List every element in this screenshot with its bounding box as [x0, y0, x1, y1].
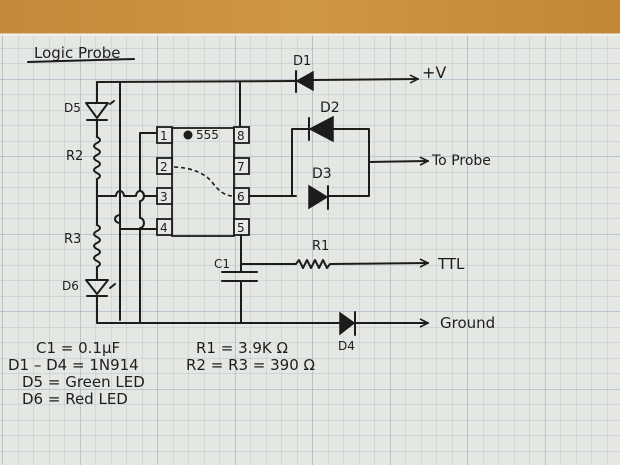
wire-ground-rail: [96, 295, 341, 324]
resistor-list-r1: R1 = 3.9K Ω: [196, 339, 288, 357]
resistor-list-r2-r3: R2 = R3 = 390 Ω: [186, 356, 315, 374]
ic-label: 555: [196, 128, 219, 142]
pin-4: 4: [160, 221, 168, 235]
ic-pins-right: 8 7 6 5: [233, 126, 250, 236]
pin-1: 1: [160, 129, 168, 143]
label-d5: D5: [64, 101, 81, 115]
pin-6: 6: [237, 190, 245, 204]
pin-8: 8: [237, 129, 245, 143]
parts-list-c1: C1 = 0.1µF: [36, 339, 120, 357]
pin-3: 3: [160, 190, 168, 204]
wire-probe: [368, 161, 428, 162]
parts-list-d5: D5 = Green LED: [22, 373, 145, 391]
diode-d3: [308, 184, 329, 210]
label-d6: D6: [62, 279, 79, 293]
label-r3: R3: [64, 232, 81, 247]
label-d3: D3: [312, 166, 332, 182]
parts-list-d1-d4: D1 – D4 = 1N914: [8, 356, 139, 374]
terminal-probe: To Probe: [431, 153, 491, 169]
terminal-ttl: TTL: [437, 255, 465, 273]
wood-table: [0, 0, 620, 40]
pin-7: 7: [237, 160, 245, 174]
resistor-r3: [93, 224, 101, 268]
wire-top-rail: [96, 80, 297, 83]
label-r1: R1: [312, 239, 329, 254]
label-d1: D1: [293, 54, 311, 69]
label-d4: D4: [338, 339, 355, 353]
label-c1: C1: [214, 257, 230, 271]
title-underline: [27, 58, 135, 63]
pin-2: 2: [160, 160, 168, 174]
pin-5: 5: [237, 221, 245, 235]
title: Logic Probe: [34, 44, 121, 62]
terminal-vplus: +V: [422, 63, 446, 82]
label-r2: R2: [66, 149, 83, 164]
pin1-marker-icon: [183, 130, 193, 140]
label-d2: D2: [320, 100, 340, 116]
wire-pin1-ground: [139, 132, 161, 324]
ic-555: 555: [171, 127, 235, 237]
wire-pin4-reset: [114, 214, 161, 230]
ic-pins-left: 1 2 3 4: [156, 126, 173, 236]
parts-list-d6: D6 = Red LED: [22, 390, 128, 408]
resistor-r2: [93, 136, 101, 180]
wire-vplus: [312, 79, 418, 80]
resistor-r1-wire-ttl: [240, 260, 428, 269]
terminal-ground: Ground: [440, 314, 495, 332]
